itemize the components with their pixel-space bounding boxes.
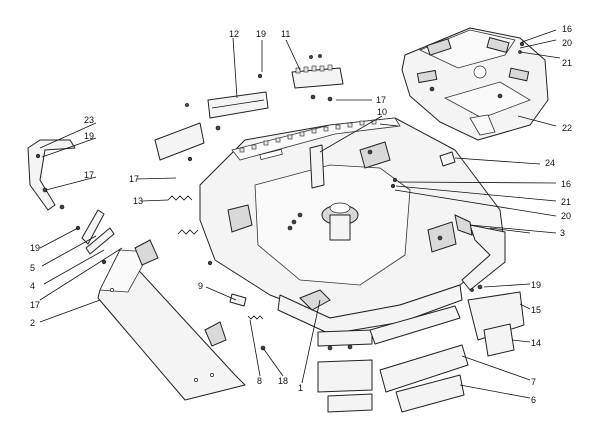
side-skirt-part-3 (454, 214, 506, 291)
callout-13: 7 (531, 377, 536, 387)
callout-3: 3 (560, 228, 565, 238)
callout-16: 16 (562, 24, 572, 34)
callout-12: 6 (531, 395, 536, 405)
spring-part-9 (167, 195, 213, 266)
callout-22: 22 (562, 123, 572, 133)
callout-17-second: 17 (84, 170, 94, 180)
callout-20-second: 20 (561, 211, 571, 221)
callout-19: 19 (256, 29, 266, 39)
front-skirt-parts-12-13 (317, 305, 469, 413)
mower-deck-part-1 (199, 117, 506, 335)
spring-assembly-parts-4-5-18 (229, 293, 266, 351)
deck-teeth (239, 119, 377, 153)
callout-7: 11 (281, 29, 290, 39)
callout-1: 1 (298, 383, 303, 393)
callout-19-second: 19 (84, 131, 94, 141)
plate-part-14 (483, 323, 515, 357)
callout-6: 10 (377, 107, 387, 117)
callout-21: 21 (562, 58, 572, 68)
callout-4: 8 (257, 376, 262, 386)
callout-14: 14 (531, 338, 541, 348)
callout-21-second: 21 (561, 197, 571, 207)
callout-16-second: 16 (561, 179, 571, 189)
callout-19-third: 19 (30, 243, 40, 253)
callout-17-fourth: 17 (30, 300, 40, 310)
callout-15: 15 (531, 305, 541, 315)
callout-19-fourth: 19 (531, 280, 541, 290)
callout-11: 5 (30, 263, 35, 273)
stiffener-bar-part-8 (185, 73, 269, 131)
stiffener-bar-part-7 (291, 54, 344, 102)
callout-9: 13 (133, 196, 143, 206)
callout-17: 17 (376, 95, 386, 105)
hitch-bracket-part-23 (27, 139, 76, 211)
callout-24: 24 (545, 158, 555, 168)
callout-23: 23 (84, 115, 94, 125)
callout-8: 12 (229, 29, 239, 39)
callout-17-third: 17 (129, 174, 139, 184)
callout-2: 2 (30, 318, 35, 328)
skid-parts-10-11 (75, 209, 115, 265)
callout-20: 20 (562, 38, 572, 48)
callout-5: 9 (198, 281, 203, 291)
side-skirt-part-2 (97, 239, 246, 401)
callout-10: 4 (30, 281, 35, 291)
gearbox-cover-part-22 (401, 27, 549, 141)
side-bar-left (154, 122, 205, 162)
callout-18: 18 (278, 376, 288, 386)
bracket-part-24 (439, 151, 456, 167)
callout-labels: 12 19 11 17 10 16 20 21 22 24 16 21 20 3… (30, 24, 572, 405)
leader-lines (39, 29, 561, 399)
bracket-part-6 (309, 144, 325, 189)
